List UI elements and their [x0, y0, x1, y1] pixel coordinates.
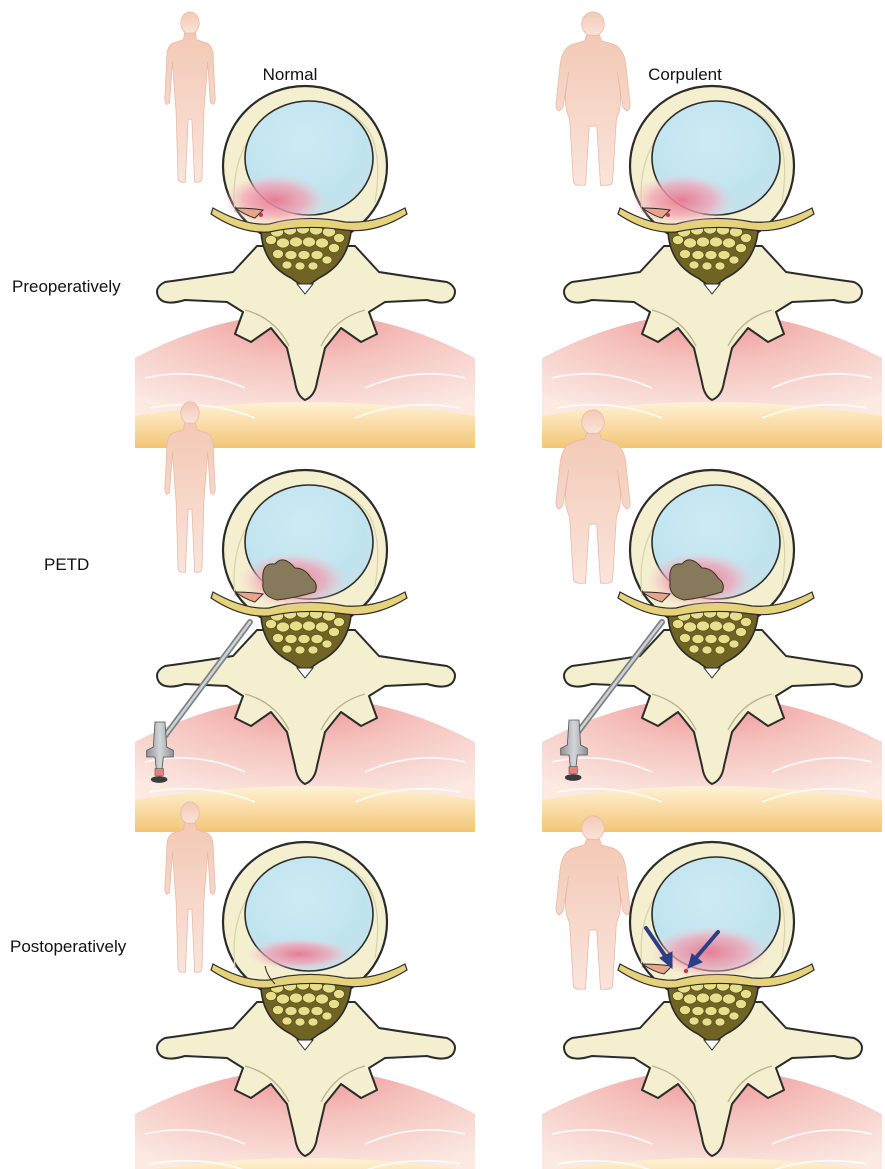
disc-herniation	[223, 174, 327, 226]
panel-post-corpulent	[542, 816, 882, 1169]
human-figure-icon	[556, 12, 630, 185]
panel-post-normal	[135, 802, 475, 1169]
column-header-corpulent: Corpulent	[648, 65, 722, 84]
human-figure-icon	[165, 12, 215, 182]
row-label-petd: PETD	[44, 555, 89, 574]
row-label-preoperatively: Preoperatively	[12, 277, 121, 296]
panel-petd-corpulent	[542, 410, 882, 832]
row-label-postoperatively: Postoperatively	[10, 937, 127, 956]
panel-petd-normal	[135, 402, 475, 832]
human-figure-icon	[556, 816, 630, 989]
disc-herniation	[630, 174, 734, 226]
column-header-normal: Normal	[263, 65, 318, 84]
